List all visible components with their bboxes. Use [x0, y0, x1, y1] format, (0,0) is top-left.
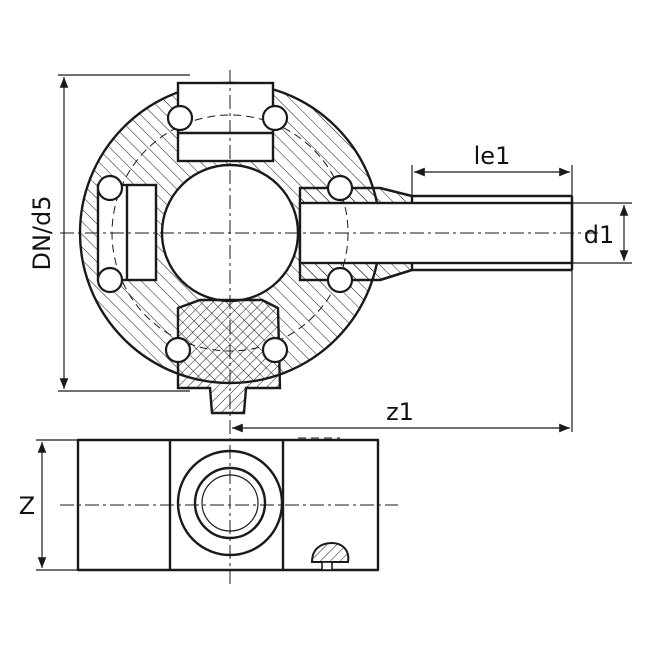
valve-body-section — [60, 70, 598, 585]
label-le1: le1 — [474, 142, 511, 170]
dimensions — [36, 74, 632, 571]
label-z1: z1 — [386, 398, 414, 426]
valve-side-view — [60, 437, 398, 572]
stem — [176, 298, 282, 415]
label-d1: d1 — [584, 221, 615, 249]
label-z: Z — [19, 492, 35, 520]
label-dn-d5: DN/d5 — [28, 195, 56, 270]
bolt-holes — [96, 104, 354, 364]
